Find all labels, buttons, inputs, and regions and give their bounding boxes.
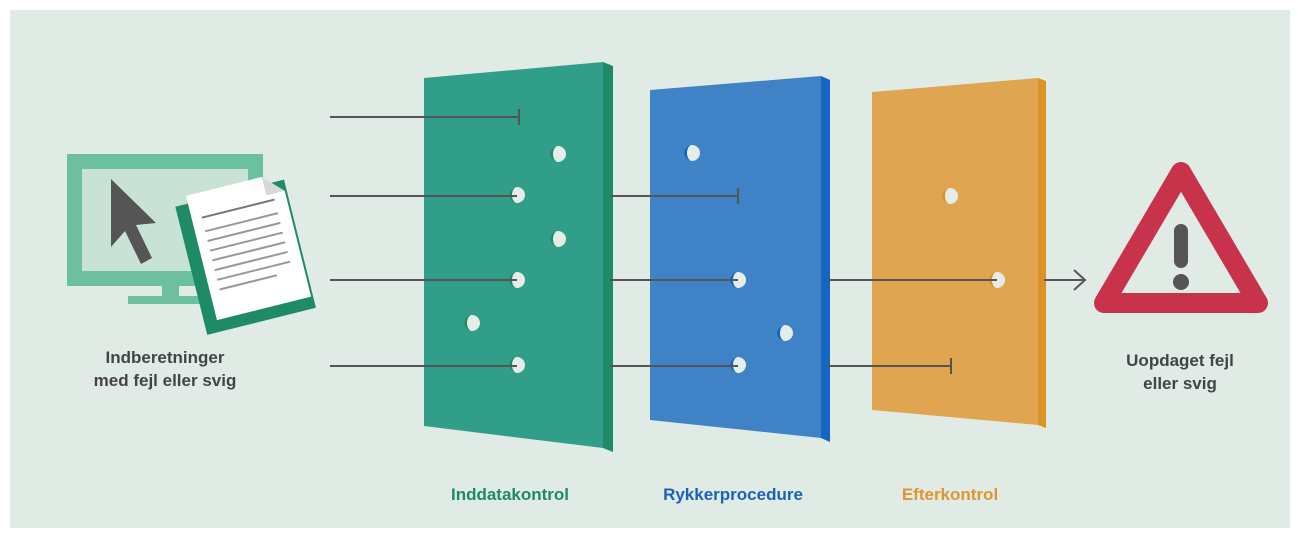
source-label-line1: Indberetninger [105, 348, 225, 367]
cursor-icon [111, 179, 156, 264]
hole [550, 146, 566, 162]
outcome-label: Uopdaget fejl eller svig [1100, 349, 1260, 395]
hole [550, 231, 566, 247]
barrier-efterkontrol [872, 78, 1046, 428]
barrier-rykkerprocedure [650, 76, 830, 442]
arrow-head [1073, 269, 1087, 291]
source-label: Indberetninger med fejl eller svig [80, 346, 250, 392]
hole [464, 315, 480, 331]
diagram-svg [67, 62, 1268, 452]
holes [464, 145, 1005, 373]
hole-shadows [464, 145, 997, 373]
hole [942, 188, 958, 204]
barrier-label-inddatakontrol: Inddatakontrol [450, 485, 570, 504]
barrier-label-rykkerprocedure: Rykkerprocedure [663, 485, 803, 504]
hole [684, 145, 700, 161]
swiss-cheese-diagram: Indberetninger med fejl eller svig Uopda… [10, 10, 1290, 528]
outcome-label-line1: Uopdaget fejl [1126, 351, 1234, 370]
computer-with-document-icon [67, 154, 316, 335]
hole [777, 325, 793, 341]
risk-paths [330, 109, 1087, 374]
barrier-label-efterkontrol: Efterkontrol [901, 485, 999, 504]
source-label-line2: med fejl eller svig [93, 371, 237, 390]
warning-triangle-icon [1094, 162, 1268, 313]
outcome-label-line2: eller svig [1143, 374, 1217, 393]
